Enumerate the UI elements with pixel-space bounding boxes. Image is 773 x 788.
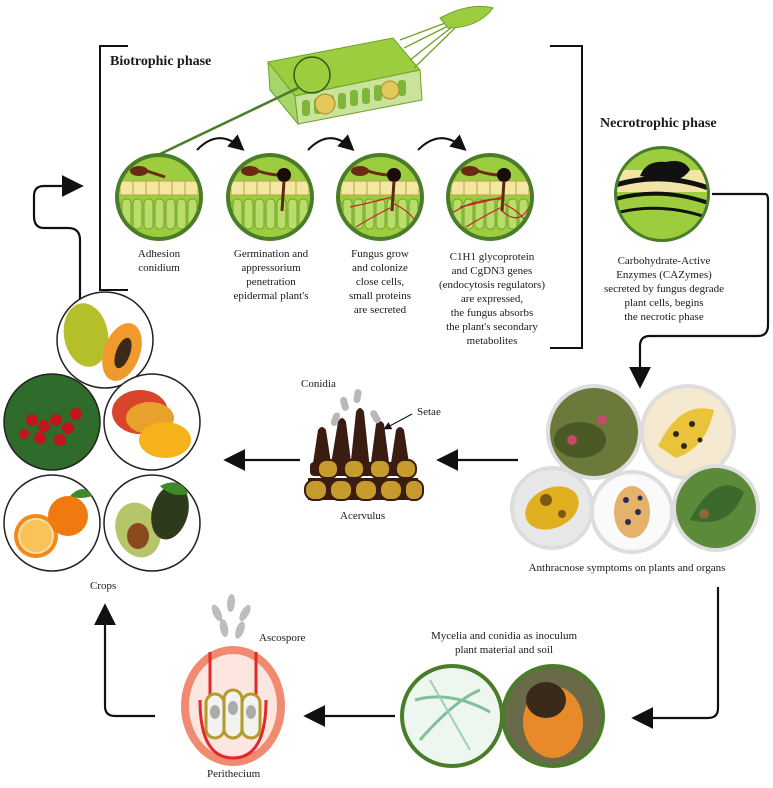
crops-to-biotrophic-arrow: [32, 175, 84, 300]
conidia-label: Conidia: [301, 378, 336, 390]
inoculum-cluster: [400, 664, 605, 768]
stage-label-adhesion: Adhesion conidium: [137, 248, 181, 274]
stage-circle-adhesion: [115, 153, 203, 241]
mycelia-circle: [400, 664, 504, 768]
stage-label-genes: C1H1 glycoprotein and CgDN3 genes (endoc…: [439, 251, 545, 347]
necrotic-label: Carbohydrate-Active Enzymes (CAZymes) se…: [603, 255, 725, 323]
acervulus-label: Acervulus: [340, 510, 386, 522]
stage-circle-colonize: [336, 153, 424, 241]
stage-arrow-1: [196, 134, 245, 151]
stage-label-germination: Germination and appressorium penetration…: [233, 248, 309, 302]
symptoms-cluster: [510, 384, 760, 554]
crops-label: Crops: [90, 580, 117, 592]
symptoms-label: Anthracnose symptoms on plants and organ…: [528, 562, 726, 574]
biotrophic-bracket: [99, 45, 128, 291]
stage-circles: [115, 153, 534, 241]
necrotrophic-phase-title: Necrotrophic phase: [600, 116, 717, 131]
perithecium-illustration: [181, 594, 285, 766]
perithecium-label: Perithecium: [207, 768, 261, 780]
necrotrophic-bracket: [550, 45, 583, 349]
stage-circle-germination: [226, 153, 314, 241]
stage-arrow-2: [307, 134, 355, 152]
stage-circle-genes: [446, 153, 534, 241]
necrotrophic-circle: [614, 146, 710, 242]
inoculum-label: Mycelia and conidia as inoculum plant ma…: [430, 630, 577, 656]
ascospore-label: Ascospore: [259, 632, 306, 644]
acervulus-illustration: [304, 389, 424, 501]
symptoms-to-inoculum-arrow: [631, 587, 720, 729]
stage-label-colonize: Fungus grow and colonize close cells, sm…: [348, 248, 412, 316]
biotrophic-phase-title: Biotrophic phase: [110, 54, 212, 69]
leaf-cross-section: [157, 5, 494, 157]
stage-arrow-3: [417, 134, 467, 151]
necrotic-to-symptoms-arrow: [629, 192, 770, 389]
setae-label: Setae: [417, 406, 441, 418]
crops-cluster: [3, 291, 201, 572]
perithecium-to-crops-arrow: [94, 603, 155, 718]
